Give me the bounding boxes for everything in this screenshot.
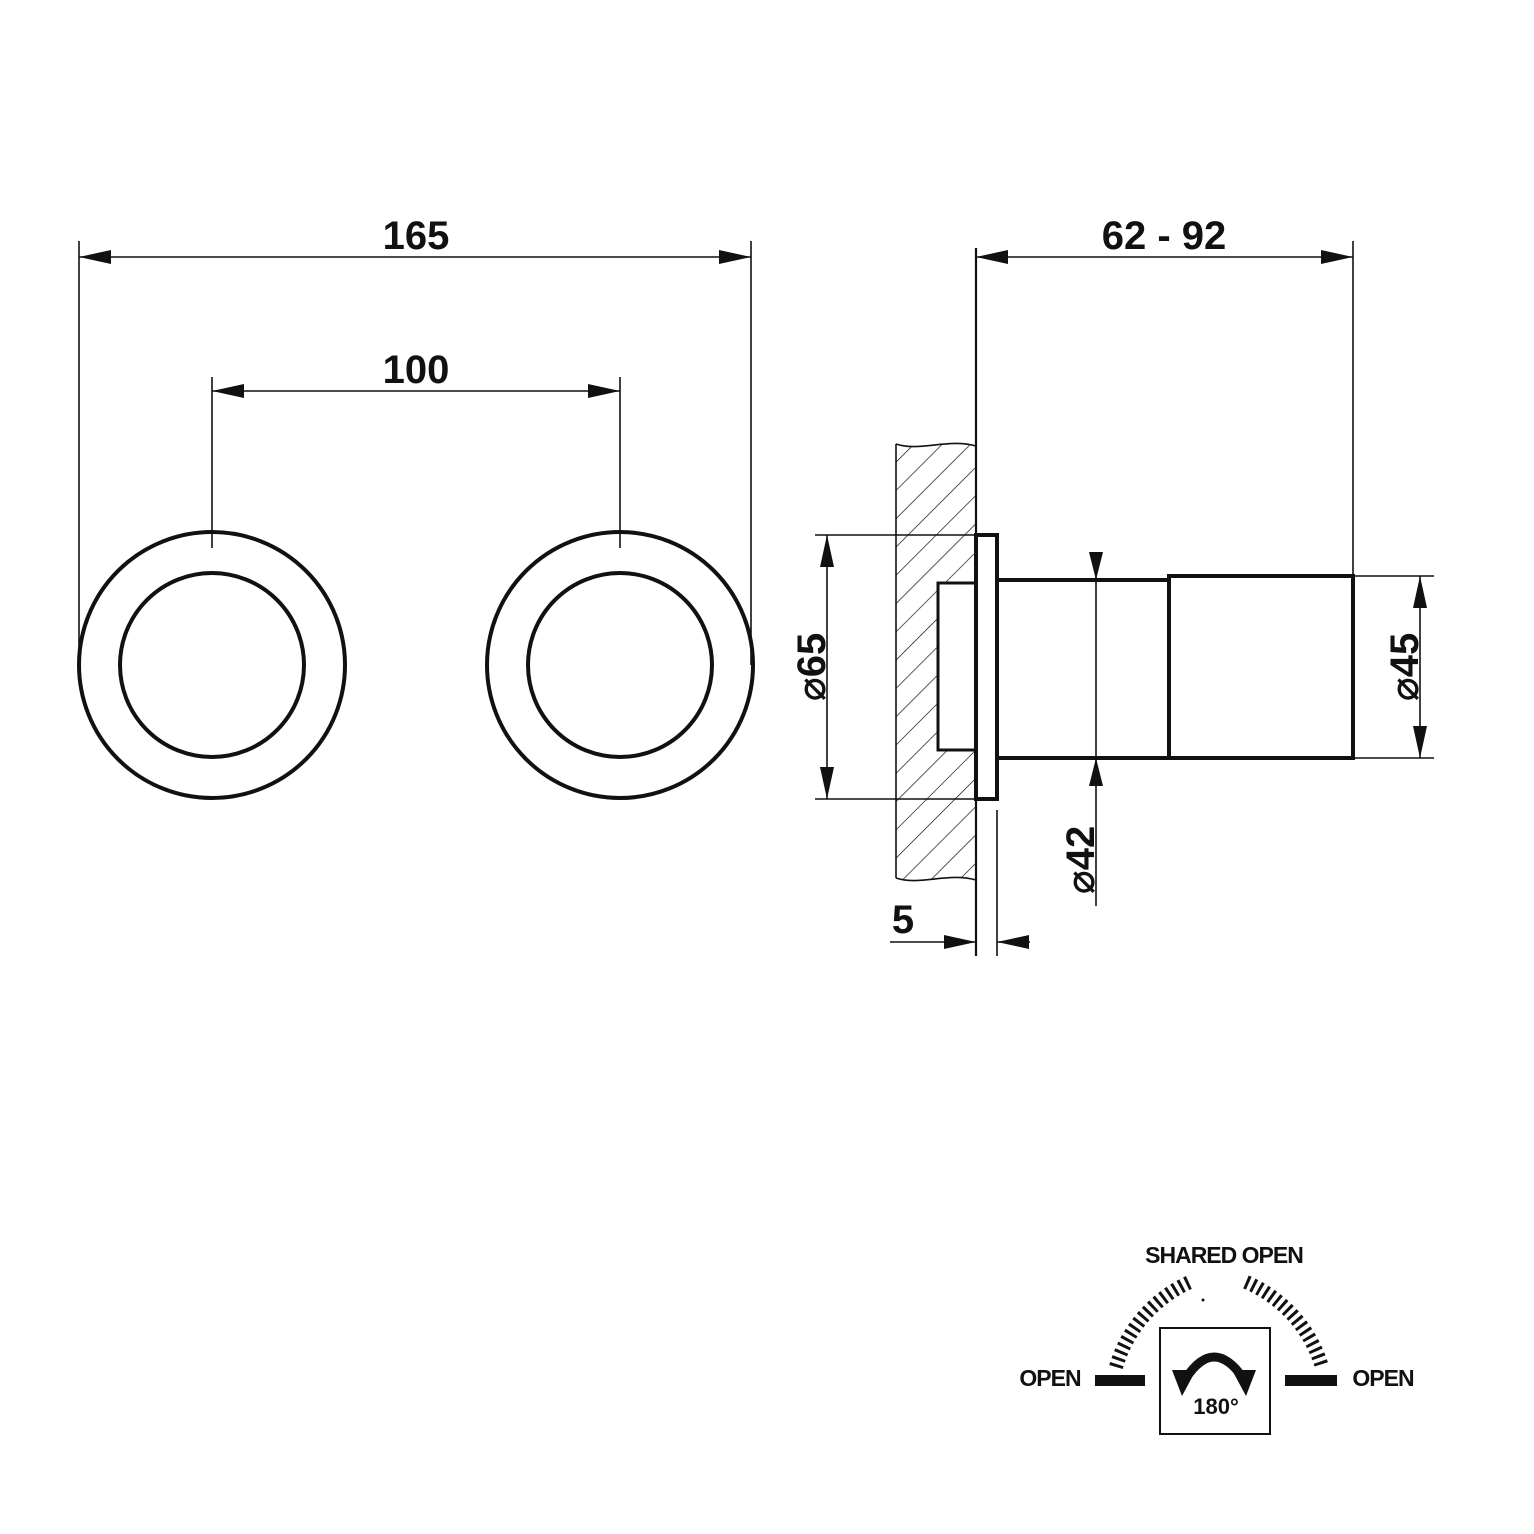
open-left-label: OPEN bbox=[1019, 1365, 1081, 1391]
left-rotation-arc bbox=[1109, 1275, 1193, 1370]
stem-diameter-label: 42 bbox=[1059, 826, 1103, 871]
front-view: 165 100 bbox=[77, 214, 755, 800]
plate-diameter-label: 65 bbox=[790, 633, 834, 678]
stem-diameter-symbol: ⌀ bbox=[1059, 870, 1103, 894]
svg-text:⌀42: ⌀42 bbox=[1059, 826, 1103, 895]
center-dot bbox=[1201, 1298, 1205, 1302]
rotation-arrow-icon bbox=[1172, 1352, 1256, 1396]
dimension-handle-diameter: ⌀45 bbox=[1353, 575, 1434, 759]
center-distance-label: 100 bbox=[383, 348, 450, 392]
plate-thickness-label: 5 bbox=[892, 898, 914, 942]
handle-diameter-label: 45 bbox=[1383, 633, 1427, 678]
dimension-plate-thickness: 5 bbox=[890, 810, 1030, 956]
rotation-degrees-label: 180° bbox=[1193, 1394, 1239, 1419]
right-rotation-arc bbox=[1243, 1275, 1329, 1370]
left-escutcheon bbox=[77, 530, 347, 800]
dimension-plate-diameter: ⌀65 bbox=[790, 534, 976, 800]
dimension-overall-width: 165 bbox=[78, 214, 752, 665]
wall-section bbox=[895, 248, 978, 956]
svg-text:⌀45: ⌀45 bbox=[1383, 633, 1427, 702]
rotation-legend: SHARED OPEN OPEN OPEN 180° bbox=[1019, 1242, 1415, 1435]
left-open-bar bbox=[1095, 1375, 1145, 1386]
valve-stem bbox=[995, 578, 1171, 760]
handle-diameter-symbol: ⌀ bbox=[1383, 677, 1427, 701]
flange-plate bbox=[974, 533, 999, 801]
plate-diameter-symbol: ⌀ bbox=[790, 677, 834, 701]
dimension-center-distance: 100 bbox=[211, 348, 621, 548]
right-escutcheon bbox=[485, 530, 755, 800]
dimension-projection: 62 - 92 bbox=[976, 214, 1354, 576]
side-view: 62 - 92 ⌀65 ⌀42 bbox=[790, 214, 1434, 956]
handle-body bbox=[1167, 574, 1355, 760]
open-right-label: OPEN bbox=[1352, 1365, 1414, 1391]
svg-text:⌀65: ⌀65 bbox=[790, 633, 834, 702]
dimension-stem-diameter: ⌀42 bbox=[1059, 552, 1103, 906]
projection-range-label: 62 - 92 bbox=[1102, 214, 1227, 258]
overall-width-label: 165 bbox=[383, 214, 450, 258]
shared-open-label: SHARED OPEN bbox=[1145, 1242, 1303, 1268]
right-open-bar bbox=[1285, 1375, 1337, 1386]
